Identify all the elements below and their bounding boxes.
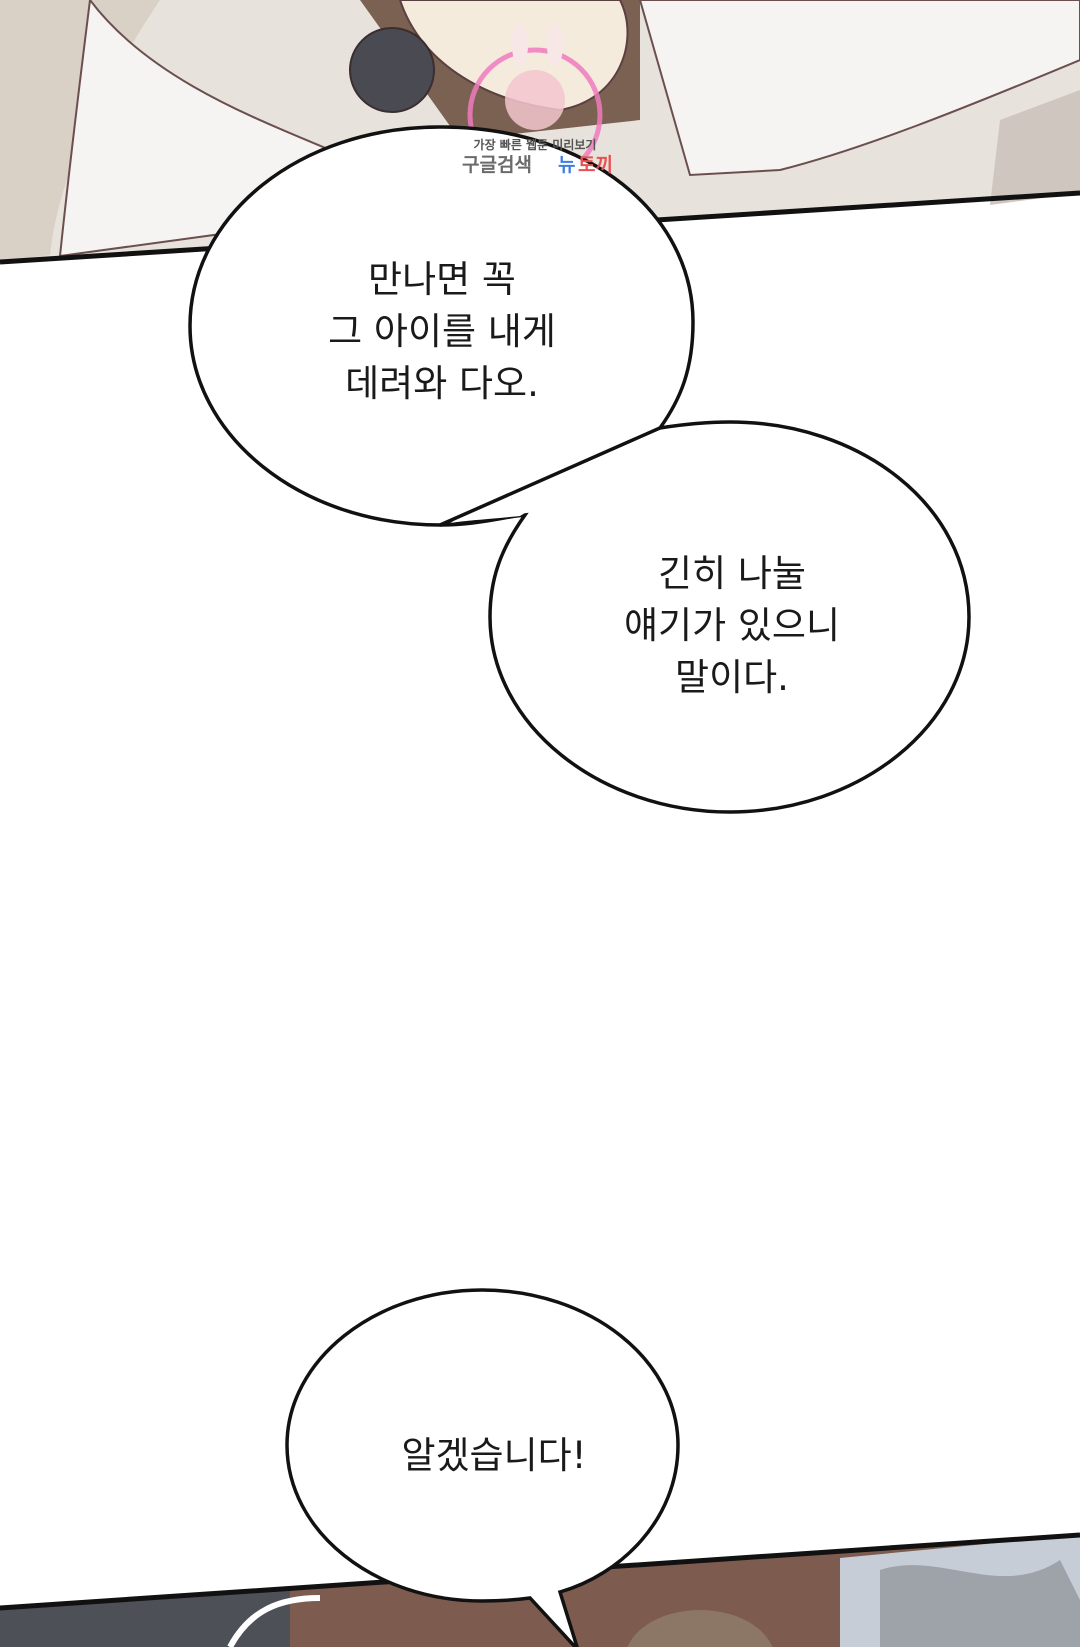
watermark-tagline: 가장 빠른 웹툰 미리보기 (474, 137, 597, 152)
bubble-2-line-2: 얘기가 있으니 (624, 604, 840, 647)
watermark-brand-blue: 뉴 (558, 154, 575, 176)
bubble-2-line-1: 긴히 나눌 (658, 552, 806, 595)
watermark-search-text: 구글검색 (462, 154, 532, 176)
watermark-logo (467, 23, 603, 183)
bubble-3-line-1: 알겠습니다! (401, 1434, 586, 1477)
watermark-brand-red: 토끼 (578, 154, 613, 176)
bubble-1-line-2: 그 아이를 내게 (328, 310, 556, 353)
bubble-1-line-3: 데려와 다오. (345, 362, 539, 405)
bubble-2-line-3: 말이다. (675, 656, 789, 699)
bubble-1-line-1: 만나면 꼭 (368, 258, 516, 301)
speech-bubble-2 (439, 420, 971, 814)
speech-bubble-3 (285, 1288, 680, 1647)
